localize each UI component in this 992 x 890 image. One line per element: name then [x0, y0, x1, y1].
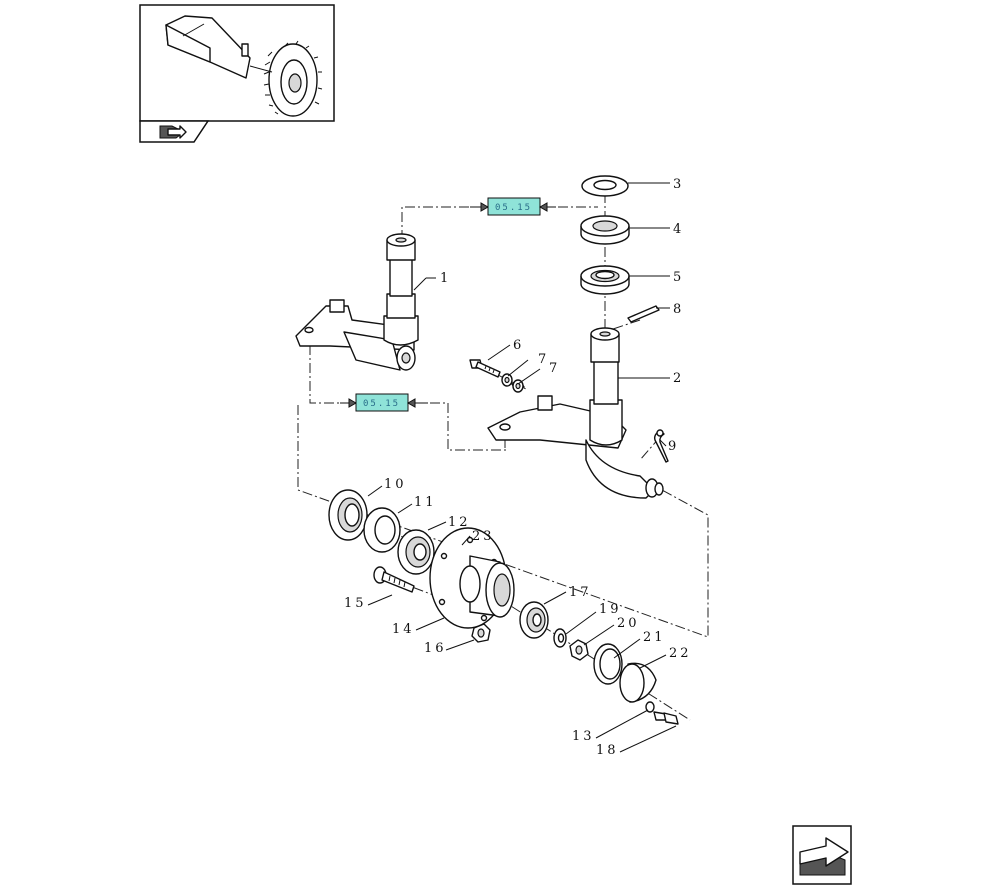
next-page-button[interactable]: [792, 825, 852, 885]
reference-label: 05.15: [495, 203, 532, 213]
part-12-bearing: [397, 529, 435, 575]
callout-8: 8: [673, 302, 684, 317]
callout-20: 20: [617, 616, 640, 631]
part-22-hub-cap: [619, 662, 657, 703]
part-6-bolt: [469, 359, 501, 378]
callout-7a: 7: [538, 352, 549, 367]
callout-19: 19: [599, 602, 622, 617]
part-4-seal: [580, 215, 630, 245]
part-21-gasket: [593, 643, 623, 685]
callout-7b: 7: [549, 361, 560, 376]
callout-17: 17: [569, 585, 592, 600]
part-15-stud: [373, 566, 415, 593]
callout-22: 22: [669, 646, 692, 661]
callout-10: 10: [384, 477, 407, 492]
part-3-washer: [581, 175, 629, 197]
callout-13: 13: [572, 729, 595, 744]
callout-5: 5: [673, 270, 684, 285]
part-13-washer: [645, 701, 655, 713]
part-5-thrust-bearing: [580, 265, 630, 295]
callout-16: 16: [424, 641, 447, 656]
callout-9: 9: [668, 439, 679, 454]
callout-21: 21: [643, 630, 666, 645]
part-14-hub: [429, 527, 515, 629]
callout-12: 12: [448, 515, 471, 530]
part-8-pin: [627, 305, 660, 323]
part-7-washer-b: [511, 379, 525, 393]
tractor-wheel-icon: [165, 15, 323, 117]
part-19-washer: [553, 628, 567, 648]
callout-3: 3: [673, 177, 684, 192]
part-20-castle-nut: [569, 639, 589, 661]
part-1-steering-knuckle-left: [295, 233, 419, 371]
part-17-bearing: [519, 601, 549, 639]
callout-6: 6: [513, 338, 524, 353]
part-10-seal: [328, 489, 368, 541]
callout-4: 4: [673, 222, 684, 237]
leader-lines: [367, 182, 677, 753]
reference-box-middle[interactable]: 05.15: [340, 393, 428, 412]
callout-15: 15: [344, 596, 367, 611]
part-16-nut: [471, 623, 491, 643]
callout-18: 18: [596, 743, 619, 758]
callout-14: 14: [392, 622, 415, 637]
reference-label: 05.15: [363, 399, 400, 409]
overview-thumbnail[interactable]: [139, 4, 335, 143]
back-arrow-icon: [159, 125, 187, 139]
part-7-washer-a: [501, 373, 513, 387]
callout-1: 1: [440, 271, 451, 286]
reference-box-top[interactable]: 05.15: [470, 197, 556, 216]
part-18-bolt: [653, 711, 679, 725]
callout-23: 23: [472, 529, 495, 544]
part-number-labels: 1 2 3 4 5 6 7 7 8 9 10 11 12 23 15 14 16…: [344, 177, 692, 758]
part-9-cotter-pin: [653, 429, 669, 463]
next-page-arrow-icon: [799, 837, 849, 876]
part-2-steering-knuckle-right: [487, 327, 664, 499]
part-11-ring: [363, 507, 401, 553]
callout-11: 11: [414, 495, 437, 510]
callout-2: 2: [673, 371, 684, 386]
